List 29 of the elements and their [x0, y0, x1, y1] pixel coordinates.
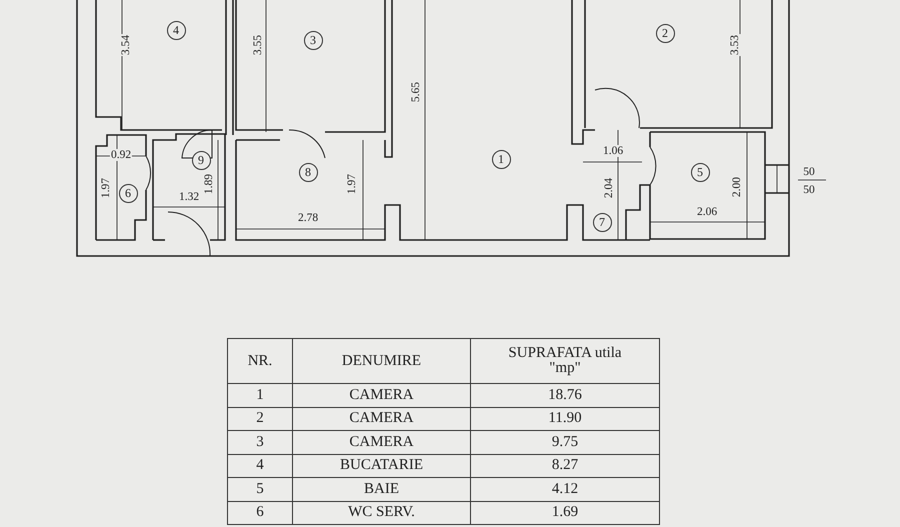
table-cell: 6 [227, 500, 293, 525]
table-header-cell: NR. [227, 338, 293, 384]
dimension-label: 2.04 [603, 176, 615, 200]
room-number: 8 [298, 162, 318, 182]
room-number: 7 [592, 212, 612, 232]
room-number: 9 [192, 150, 210, 170]
room-number: 1 [492, 150, 510, 168]
dimension-label: 2.78 [296, 212, 320, 224]
dimension-label: 50 [802, 184, 816, 196]
dimension-label: 2.06 [696, 206, 718, 218]
room-number: 2 [656, 24, 674, 42]
dimension-label: 1.97 [346, 172, 358, 196]
dimension-label: 1.06 [602, 145, 624, 157]
dimension-label: 50 [802, 166, 816, 178]
table-cell: 1.69 [470, 500, 660, 525]
room-number: 6 [118, 184, 138, 202]
room-number: 5 [690, 162, 710, 182]
dimension-label: 1.97 [100, 176, 112, 200]
dimension-label: 1.89 [203, 172, 215, 196]
dimension-label: 1.32 [178, 191, 200, 203]
dimension-label: 0.92 [110, 149, 132, 161]
dimension-label: 5.65 [410, 80, 422, 104]
table-header-cell: SUPRAFATA utila "mp" [470, 338, 660, 384]
dimension-label: 2.00 [731, 176, 743, 198]
room-number: 3 [304, 30, 322, 50]
dimension-label: 3.53 [729, 34, 741, 56]
dimension-label: 3.55 [252, 34, 264, 56]
dimension-label: 3.54 [120, 34, 132, 56]
room-number: 4 [166, 20, 186, 40]
